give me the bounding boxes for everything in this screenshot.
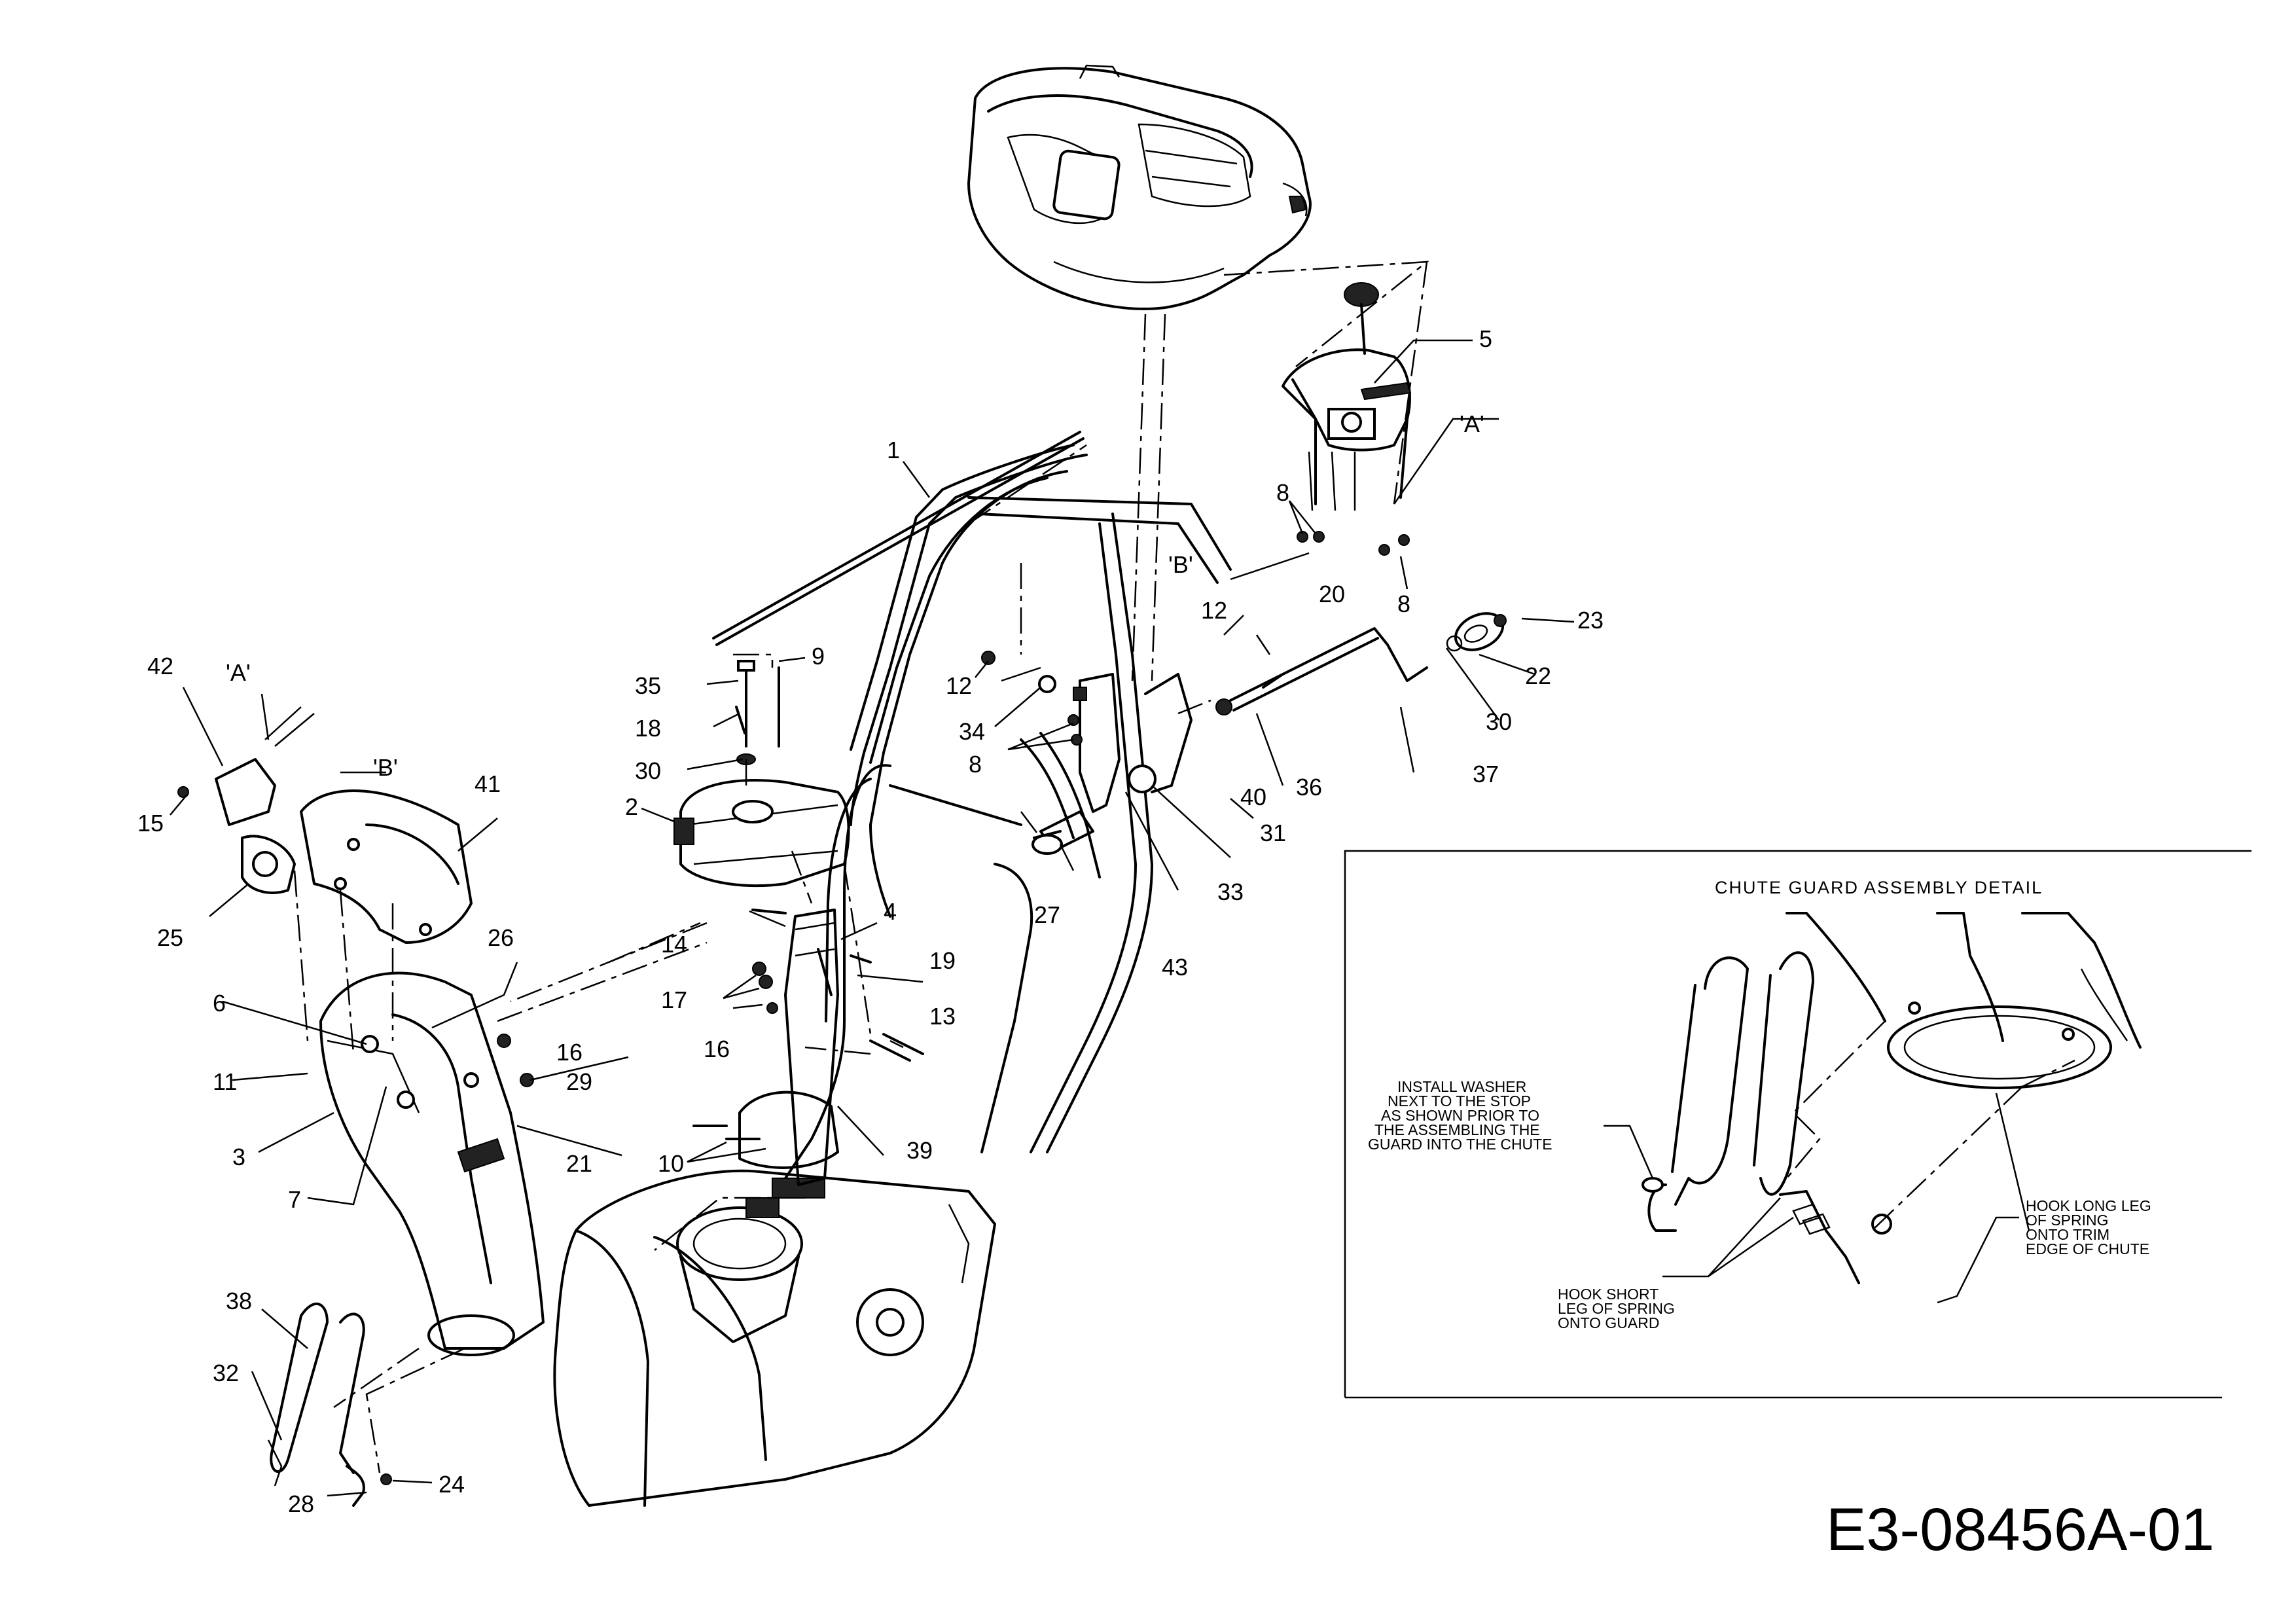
callout-7: 7 xyxy=(288,1186,301,1213)
detail-title: CHUTE GUARD ASSEMBLY DETAIL xyxy=(1715,878,2043,897)
crank-knob xyxy=(1446,612,1507,652)
callout-40: 40 xyxy=(1240,784,1266,810)
callout-37: 37 xyxy=(1473,761,1499,787)
callout-34: 34 xyxy=(959,718,985,745)
ref-a-top: 'A' xyxy=(1460,410,1484,437)
note-long-leg-2: OF SPRING xyxy=(2026,1212,2109,1229)
callout-18: 18 xyxy=(635,715,661,742)
shift-lever-assembly xyxy=(1282,282,1412,511)
callout-21: 21 xyxy=(566,1150,592,1177)
callout-43: 43 xyxy=(1162,954,1188,981)
callout-5: 5 xyxy=(1479,325,1492,352)
note-washer-1: INSTALL WASHER xyxy=(1397,1078,1526,1095)
callout-12-right: 12 xyxy=(1201,597,1227,624)
shift-rod xyxy=(712,431,1085,646)
deflector-bracket xyxy=(177,706,315,894)
callout-8-right: 8 xyxy=(1397,590,1410,617)
callout-39: 39 xyxy=(906,1137,933,1164)
chute-deflector xyxy=(300,789,473,944)
note-washer-3: AS SHOWN PRIOR TO xyxy=(1381,1107,1539,1124)
callout-9: 9 xyxy=(812,643,825,670)
auger-housing xyxy=(553,1169,996,1507)
callout-14: 14 xyxy=(661,931,687,958)
callout-38: 38 xyxy=(226,1288,252,1314)
callout-32: 32 xyxy=(213,1360,239,1386)
callout-10: 10 xyxy=(658,1150,684,1177)
callout-3: 3 xyxy=(232,1144,245,1170)
note-short-leg-1: HOOK SHORT xyxy=(1558,1286,1659,1303)
callout-4: 4 xyxy=(884,898,897,925)
drawing-number: E3-08456A-01 xyxy=(1826,1496,2215,1563)
ref-a-left: 'A' xyxy=(226,659,251,686)
callout-33: 33 xyxy=(1217,878,1244,905)
callout-23: 23 xyxy=(1577,607,1604,634)
chute-crank xyxy=(1215,627,1428,715)
callout-30-left: 30 xyxy=(635,757,661,784)
callout-labels: 1 2 3 4 5 6 7 8 8 8 9 10 11 12 12 13 14 … xyxy=(137,325,1604,1517)
chute-guard-detail: CHUTE GUARD ASSEMBLY DETAIL INSTALL WASH… xyxy=(1344,850,2251,1399)
callout-24: 24 xyxy=(439,1471,465,1498)
assembly-lines xyxy=(293,261,1429,1473)
callout-2: 2 xyxy=(625,793,638,820)
leaders xyxy=(170,339,1575,1497)
frame-lower-handle xyxy=(784,470,1068,1180)
callout-22: 22 xyxy=(1525,662,1551,689)
callout-17: 17 xyxy=(661,986,687,1013)
chute-gearbox xyxy=(673,779,850,888)
callout-25: 25 xyxy=(157,924,183,951)
chute-pivot-bracket xyxy=(1001,666,1193,855)
callout-12-left: 12 xyxy=(946,672,972,699)
callout-26: 26 xyxy=(488,924,514,951)
note-short-leg-3: ONTO GUARD xyxy=(1558,1314,1659,1331)
callout-30-right: 30 xyxy=(1486,708,1512,735)
callout-8-left: 8 xyxy=(969,751,982,778)
hardware xyxy=(380,531,1410,1485)
callout-13: 13 xyxy=(929,1003,956,1030)
note-washer-5: GUARD INTO THE CHUTE xyxy=(1368,1136,1552,1153)
callout-27: 27 xyxy=(1034,901,1060,928)
discharge-chute xyxy=(319,971,545,1356)
callout-16-right: 16 xyxy=(556,1039,583,1066)
callout-29: 29 xyxy=(566,1068,592,1095)
note-long-leg-3: ONTO TRIM xyxy=(2026,1226,2109,1243)
callout-16-center: 16 xyxy=(704,1036,730,1062)
callout-15: 15 xyxy=(137,810,164,837)
callout-8-top: 8 xyxy=(1276,479,1289,506)
callout-19: 19 xyxy=(929,947,956,974)
callout-31: 31 xyxy=(1260,820,1286,846)
callout-11: 11 xyxy=(213,1068,237,1095)
control-panel xyxy=(967,64,1312,310)
ref-b-top: 'B' xyxy=(1168,551,1193,578)
chute-guard xyxy=(267,1302,365,1507)
callout-28: 28 xyxy=(288,1490,314,1517)
ref-b-left: 'B' xyxy=(373,754,398,781)
note-washer-2: NEXT TO THE STOP xyxy=(1388,1092,1531,1110)
callout-41: 41 xyxy=(475,770,501,797)
callout-42: 42 xyxy=(147,653,173,679)
note-long-leg-4: EDGE OF CHUTE xyxy=(2026,1240,2149,1257)
upper-handle xyxy=(850,444,1232,1153)
chute-support xyxy=(738,909,839,1218)
note-short-leg-2: LEG OF SPRING xyxy=(1558,1300,1675,1317)
note-washer-4: THE ASSEMBLING THE xyxy=(1374,1121,1540,1138)
callout-1: 1 xyxy=(887,437,900,463)
callout-35: 35 xyxy=(635,672,661,699)
callout-36: 36 xyxy=(1296,774,1322,801)
note-long-leg-1: HOOK LONG LEG xyxy=(2026,1197,2151,1214)
callout-20: 20 xyxy=(1319,581,1345,607)
callout-6: 6 xyxy=(213,990,226,1017)
